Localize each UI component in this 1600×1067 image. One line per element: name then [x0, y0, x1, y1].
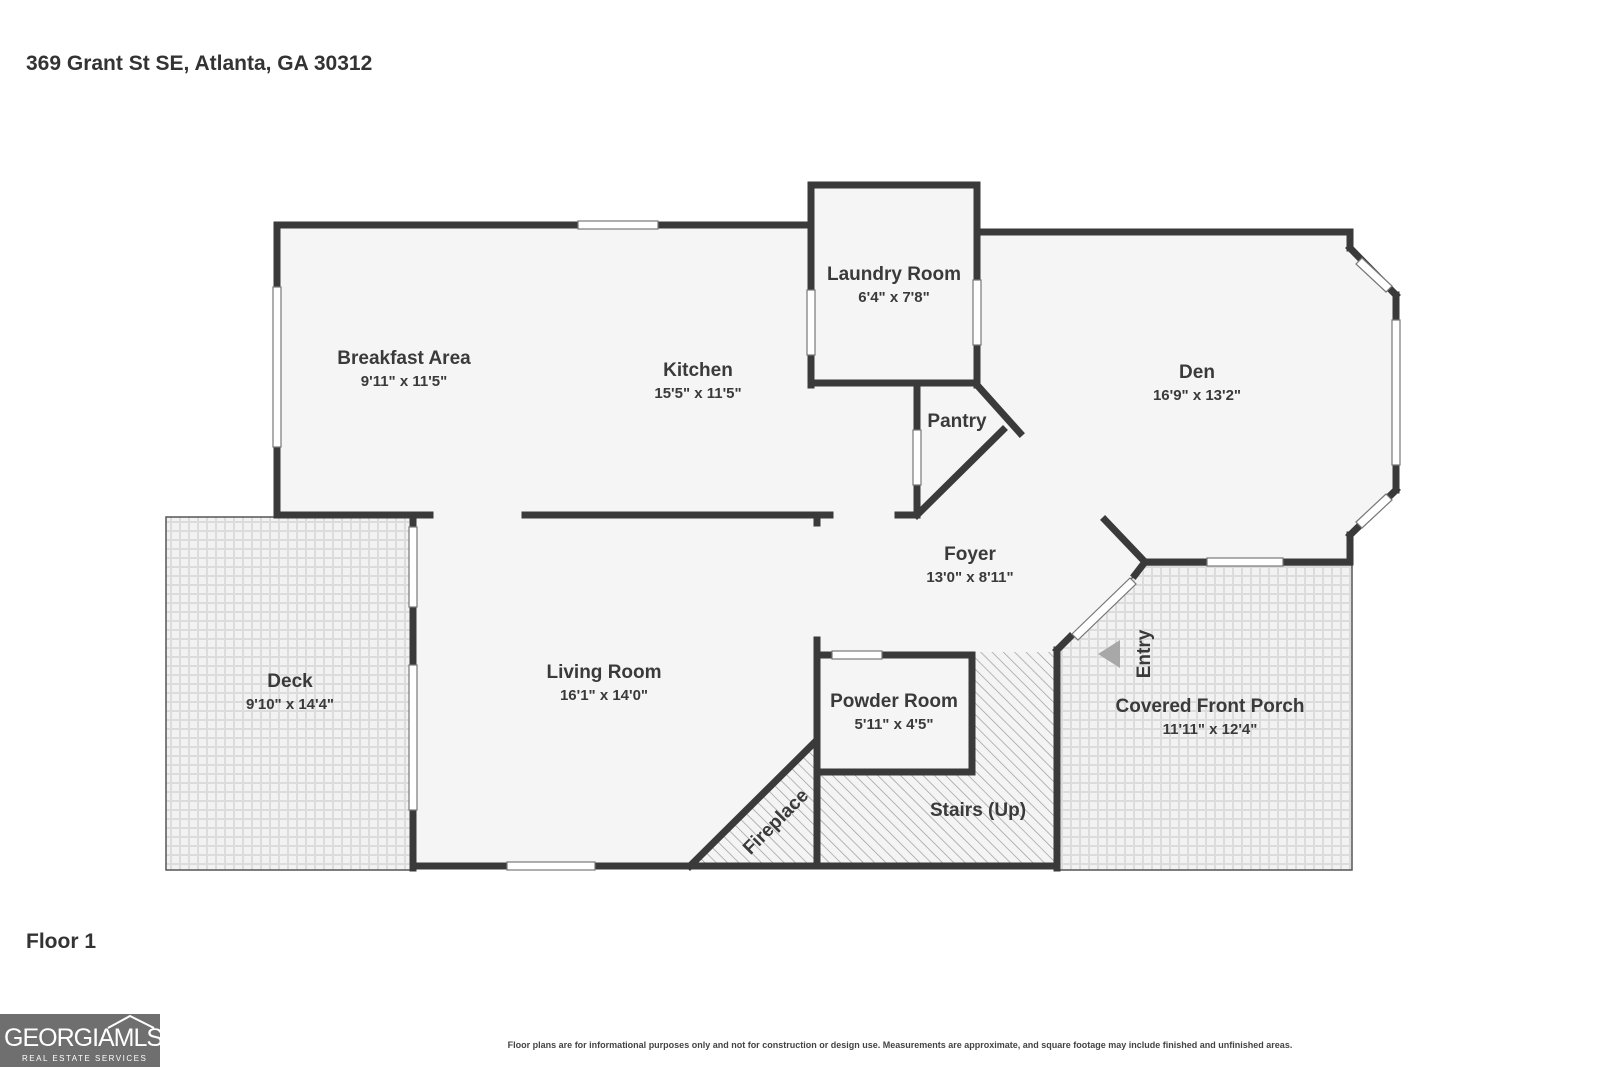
porch-label: Covered Front Porch [1116, 696, 1305, 717]
interior-floor [280, 185, 1395, 868]
deck-dims: 9'10" x 14'4" [246, 696, 334, 713]
living-room-dims: 16'1" x 14'0" [560, 687, 648, 704]
foyer-label: Foyer [944, 544, 996, 565]
logo-brand: GEORGIAMLS [4, 1024, 163, 1052]
laundry-room-dims: 6'4" x 7'8" [858, 289, 929, 306]
pantry-label: Pantry [927, 411, 987, 432]
kitchen-label: Kitchen [663, 360, 733, 381]
porch-dims: 11'11" x 12'4" [1163, 721, 1258, 738]
roof-icon [107, 1014, 155, 1029]
den-dims: 16'9" x 13'2" [1153, 387, 1241, 404]
powder-room-label: Powder Room [830, 691, 958, 712]
kitchen-dims: 15'5" x 11'5" [654, 385, 741, 402]
property-address: 369 Grant St SE, Atlanta, GA 30312 [26, 52, 373, 75]
laundry-room-label: Laundry Room [827, 264, 961, 285]
entry-arrow-icon [1098, 640, 1120, 668]
georgia-mls-logo: GEORGIAMLS REAL ESTATE SERVICES [0, 1014, 163, 1067]
den-label: Den [1179, 362, 1215, 383]
deck-area [165, 516, 414, 871]
foyer-dims: 13'0" x 8'11" [926, 569, 1013, 586]
powder-room-fill [818, 655, 973, 770]
living-room-label: Living Room [546, 662, 661, 683]
breakfast-area-label: Breakfast Area [337, 348, 471, 369]
disclaimer-text: Floor plans are for informational purpos… [507, 1040, 1293, 1050]
deck-label: Deck [267, 671, 313, 692]
logo-subtitle: REAL ESTATE SERVICES [22, 1054, 148, 1063]
windows [272, 220, 1401, 871]
breakfast-area-dims: 9'11" x 11'5" [361, 373, 447, 390]
entry-label: Entry [1134, 629, 1155, 678]
floor-label: Floor 1 [26, 930, 97, 953]
powder-room-dims: 5'11" x 4'5" [855, 716, 934, 733]
stairs-label: Stairs (Up) [930, 800, 1026, 821]
